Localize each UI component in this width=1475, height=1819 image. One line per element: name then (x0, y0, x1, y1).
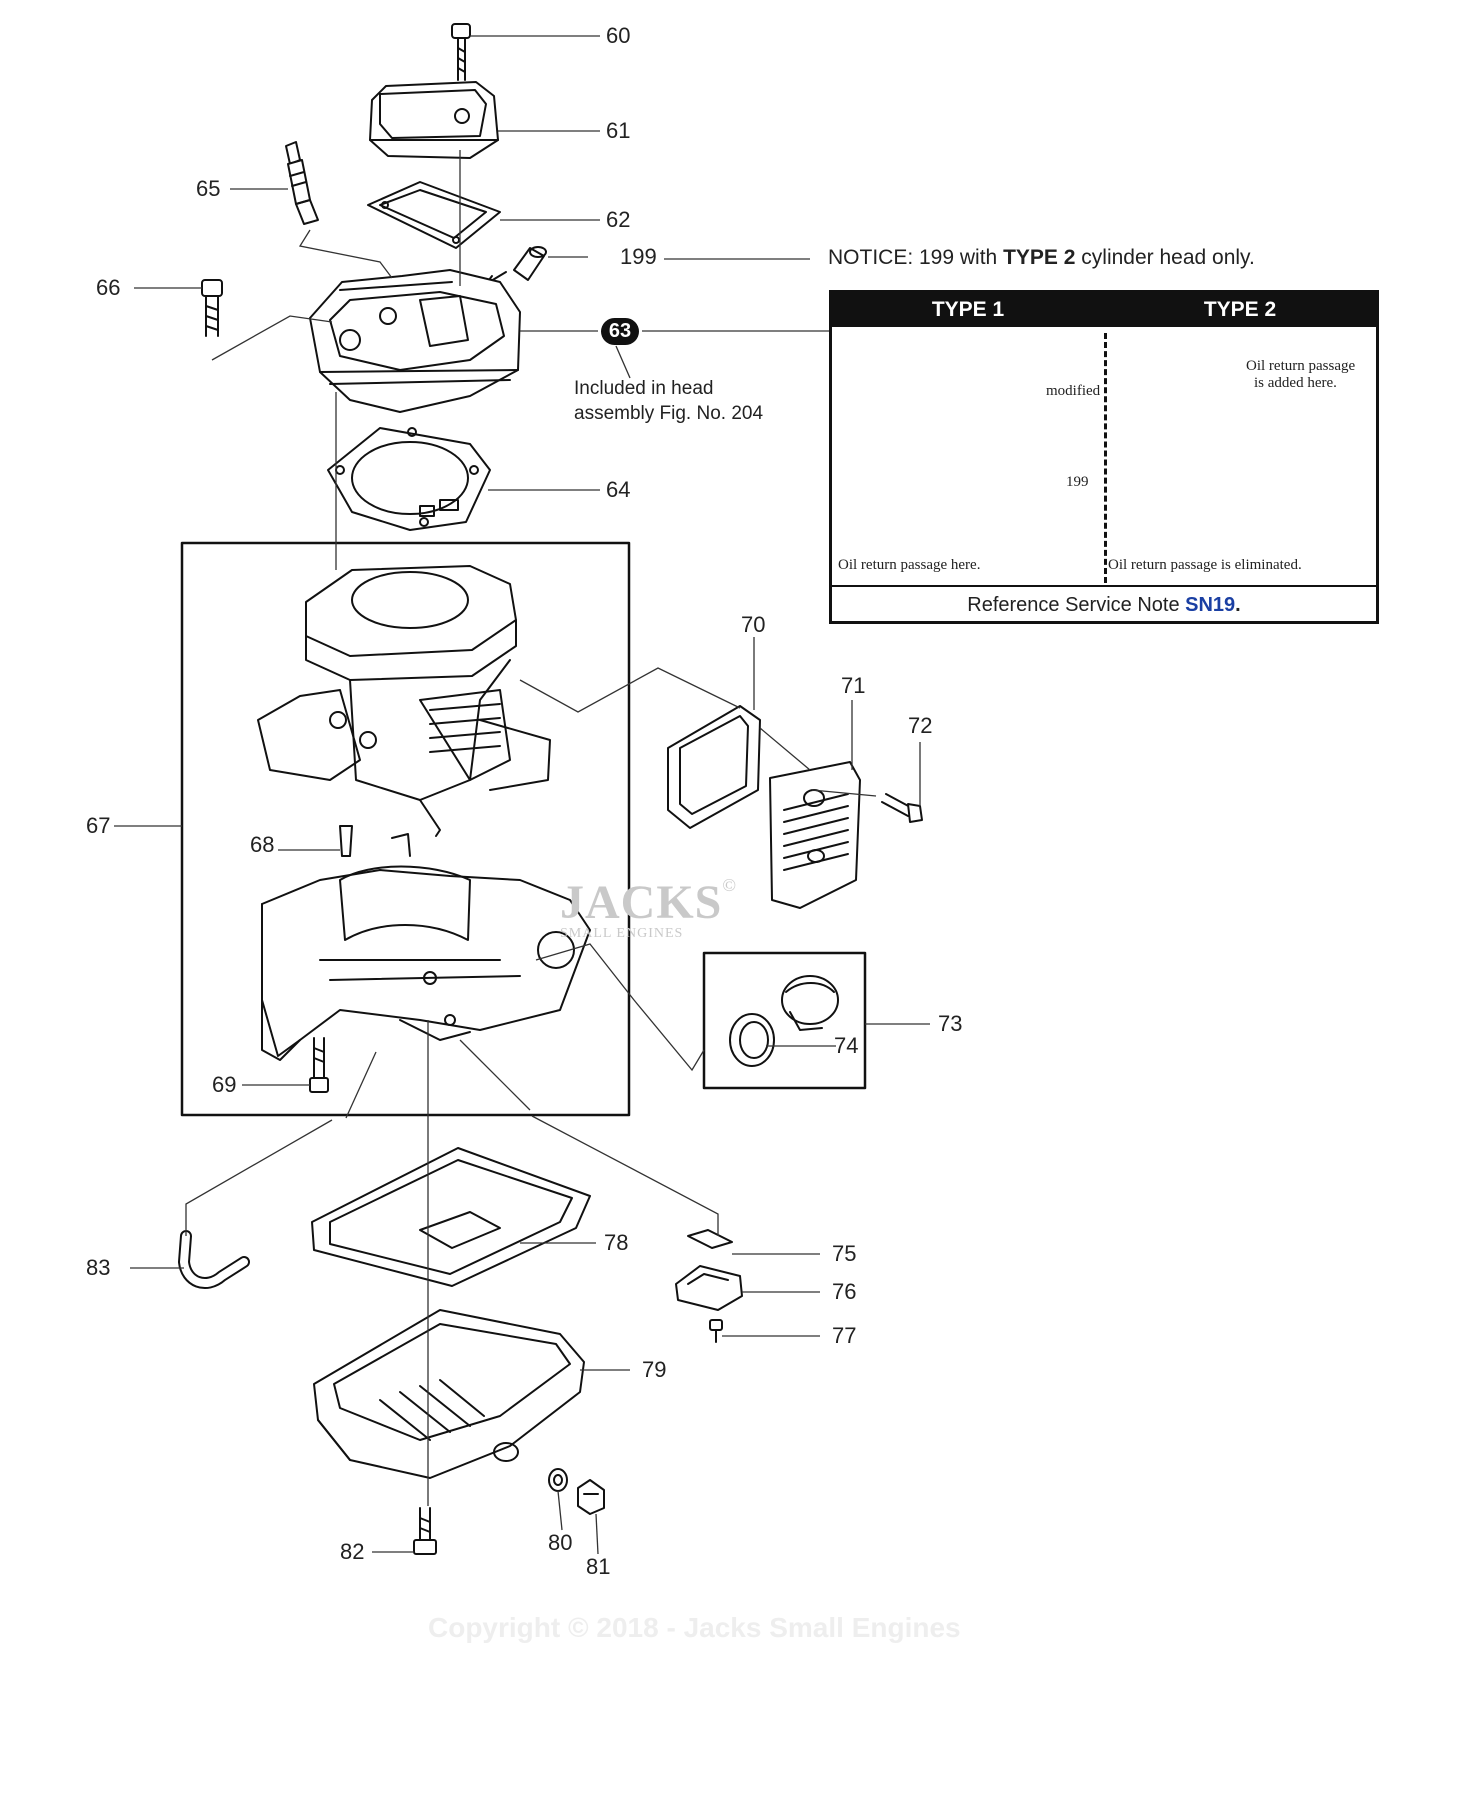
label-64: 64 (606, 477, 631, 502)
part-72-bolt (881, 793, 923, 823)
part-82-bolt (413, 1507, 437, 1555)
part-78-gasket (311, 1147, 591, 1287)
notice-prefix: NOTICE: 199 with (828, 246, 1004, 269)
notice-bold: TYPE 2 (1003, 246, 1076, 269)
leader-lines (114, 35, 930, 1555)
label-82: 82 (340, 1539, 365, 1564)
footer-suffix: . (1235, 594, 1241, 616)
label-70: 70 (741, 612, 766, 637)
part-67-cylinder (257, 565, 551, 837)
part-74-oring (729, 1013, 775, 1067)
type-header: TYPE 1 TYPE 2 (832, 293, 1376, 327)
part-83-hose (178, 1230, 250, 1289)
part-71-cover-plate (769, 761, 861, 909)
label-81: 81 (586, 1554, 611, 1579)
head-note-line1: Included in head (574, 378, 714, 399)
part-64-head-gasket (327, 427, 491, 531)
label-76: 76 (832, 1279, 857, 1304)
label-65: 65 (196, 176, 221, 201)
watermark-sub: SMALL ENGINES (560, 926, 684, 941)
type2-title: TYPE 2 (1203, 298, 1277, 321)
type-divider (1104, 333, 1107, 583)
watermark-symbol: © (722, 875, 737, 895)
notice-text: NOTICE: 199 with TYPE 2 cylinder head on… (828, 247, 1255, 268)
label-83: 83 (86, 1255, 111, 1280)
label-62: 62 (606, 207, 631, 232)
type-footer: Reference Service Note SN19. (832, 585, 1376, 623)
label-72: 72 (908, 713, 933, 738)
part-61-valve-cover (369, 81, 499, 159)
label-61: 61 (606, 118, 631, 143)
type1-title: TYPE 1 (931, 298, 1005, 321)
part-75-plate (687, 1229, 733, 1249)
label-79: 79 (642, 1357, 667, 1382)
label-63-badge: 63 (601, 318, 639, 345)
part-66-bolt (201, 279, 223, 337)
label-77: 77 (832, 1323, 857, 1348)
head-note-line2: assembly Fig. No. 204 (574, 403, 764, 424)
label-66: 66 (96, 275, 121, 300)
type-comparison-box: TYPE 1 TYPE 2 Reference Service Note SN1… (829, 290, 1379, 624)
label-199: 199 (620, 244, 657, 269)
part-62-gasket (367, 181, 501, 249)
watermark-brand: JACKS (560, 876, 723, 929)
copyright-text: Copyright © 2018 - Jacks Small Engines (428, 1612, 961, 1643)
part-79-oil-pan (313, 1309, 585, 1479)
oil-added-line2: is added here. (1254, 375, 1337, 391)
part-67-box (180, 541, 631, 1117)
service-note-link[interactable]: SN19 (1185, 594, 1236, 616)
part-199-sleeve (485, 246, 547, 285)
footer-prefix: Reference Service Note (967, 594, 1186, 616)
label-73: 73 (938, 1011, 963, 1036)
part-70-gasket (667, 705, 761, 829)
part-77-screw (709, 1319, 723, 1343)
modified-label: modified (1046, 383, 1101, 399)
part-81-drain-plug (577, 1479, 605, 1515)
label-80: 80 (548, 1530, 573, 1555)
part-65-spark-plug (285, 141, 319, 225)
part-68-dowel (339, 825, 353, 857)
oil-added-line1: Oil return passage (1246, 358, 1356, 374)
label-74: 74 (834, 1033, 859, 1058)
jacks-watermark-logo: JACKS© SMALL ENGINES (560, 875, 736, 942)
part-76-cover (675, 1265, 743, 1311)
part-60-bolt (451, 23, 471, 81)
label-78: 78 (604, 1230, 629, 1255)
label-71: 71 (841, 673, 866, 698)
oil-eliminated-label: Oil return passage is eliminated. (1108, 557, 1302, 573)
label-68: 68 (250, 832, 275, 857)
part-73-box (702, 951, 867, 1090)
label-67: 67 (86, 813, 111, 838)
label-69: 69 (212, 1072, 237, 1097)
type2-label-199: 199 (1066, 474, 1089, 490)
label-75: 75 (832, 1241, 857, 1266)
part-67-crankcase (261, 833, 591, 1061)
notice-suffix: cylinder head only. (1075, 246, 1255, 269)
part-73-oil-cap (781, 975, 839, 1031)
part-80-washer (548, 1468, 568, 1492)
label-60: 60 (606, 23, 631, 48)
oil-here-label: Oil return passage here. (838, 557, 981, 573)
part-69-bolt (309, 1037, 329, 1093)
part-63-cylinder-head (309, 269, 521, 413)
